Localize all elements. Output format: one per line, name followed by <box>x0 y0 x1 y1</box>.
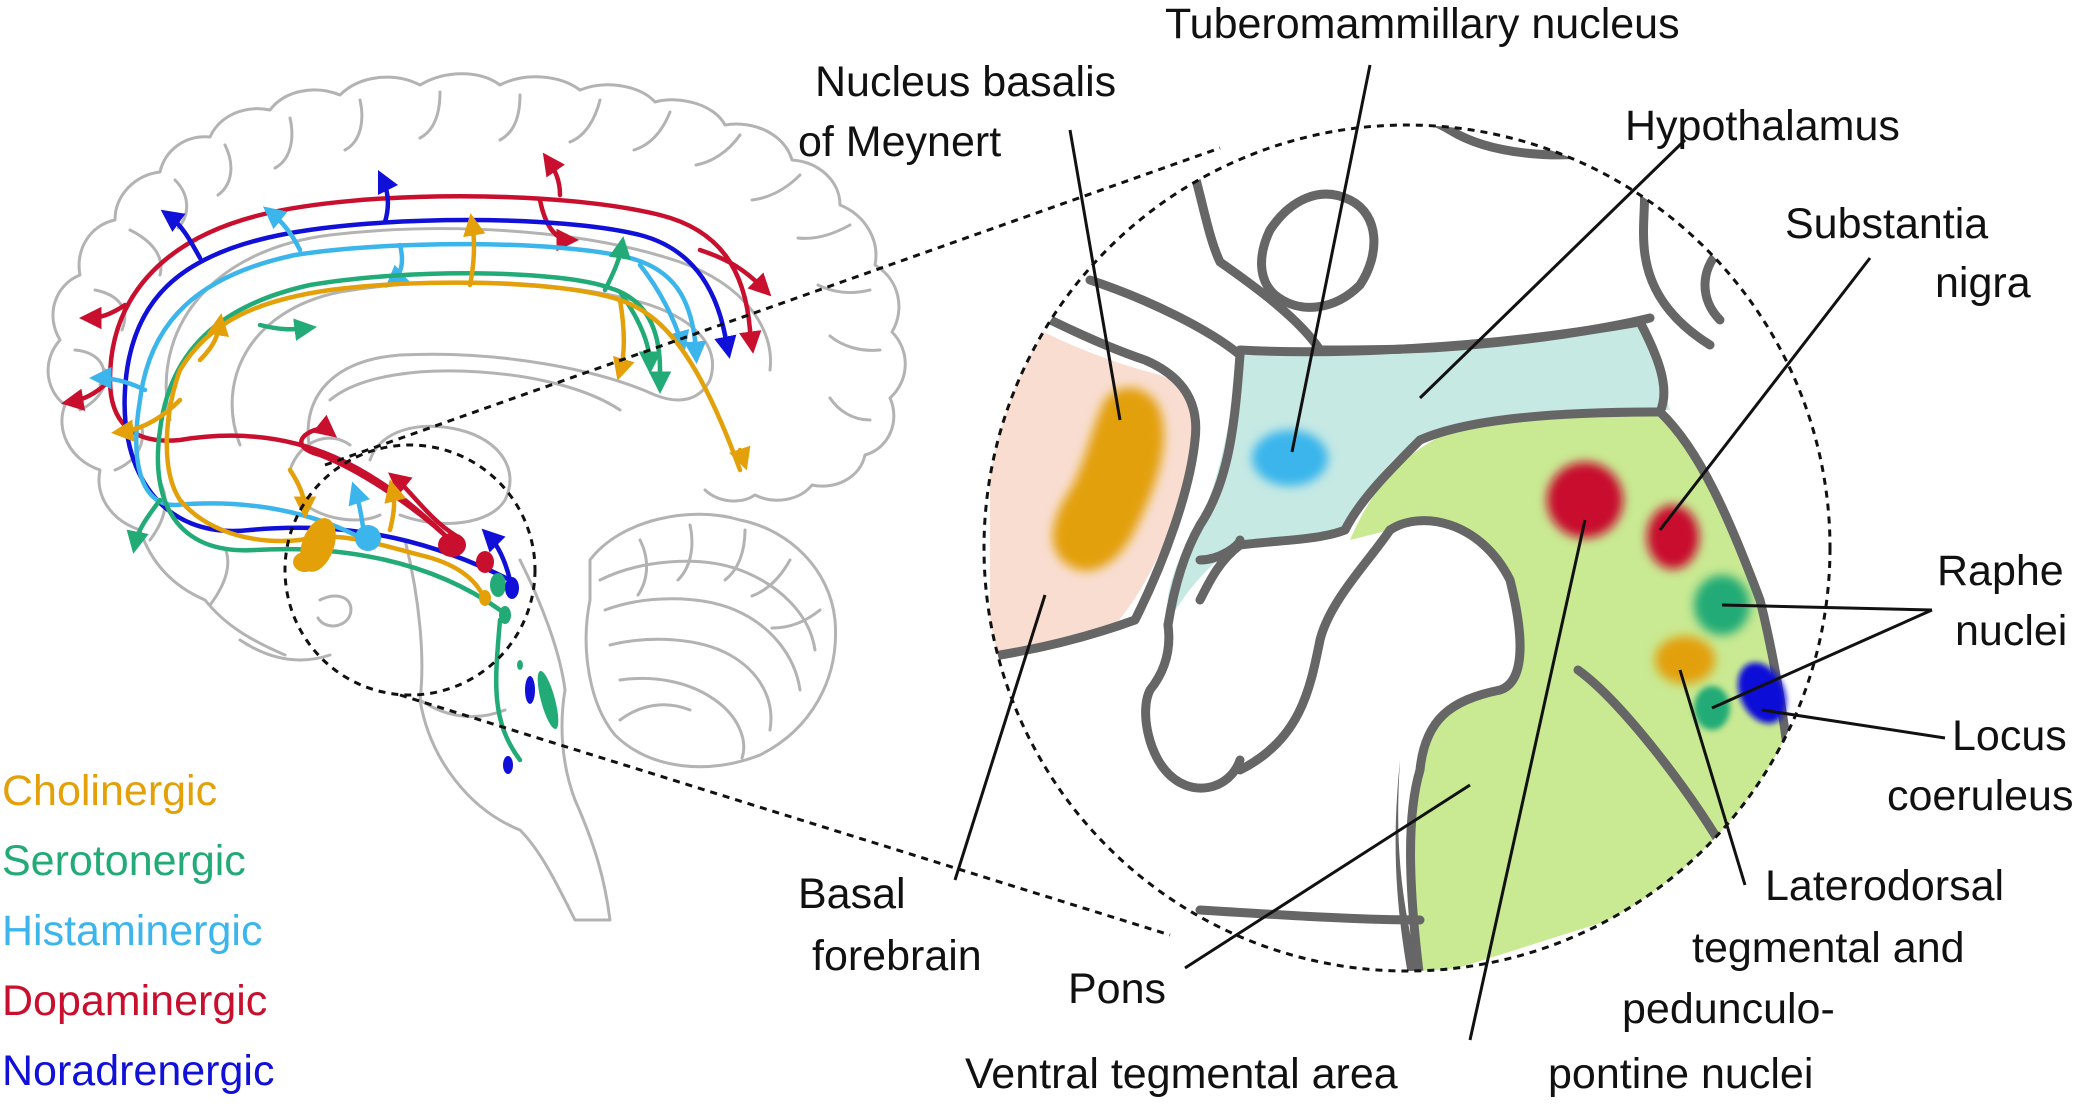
label-locus: Locus <box>1952 712 2067 760</box>
substantia-nigra-blob <box>1647 505 1699 569</box>
cortex-outline <box>46 72 907 657</box>
brainstem-outline <box>403 538 612 922</box>
label-nigra: nigra <box>1935 259 2031 307</box>
legend: Cholinergic Serotonergic Histaminergic D… <box>2 767 274 1095</box>
corpus-callosum <box>230 280 714 452</box>
label-basal: Basal <box>798 870 906 918</box>
zoom-circle <box>982 123 1832 973</box>
pointer-lines <box>953 64 1946 1041</box>
label-laterodorsal: Laterodorsal <box>1765 862 2004 910</box>
cerebellum <box>584 512 838 769</box>
cingulate-gyrus <box>164 227 773 422</box>
pathways <box>61 152 772 774</box>
label-nuclei: nuclei <box>1955 607 2067 655</box>
pathway-dopaminergic <box>61 152 772 548</box>
vta-blob <box>1547 462 1623 538</box>
pathway-noradrenergic <box>122 169 737 583</box>
locus-coeruleus-blob <box>1737 662 1787 724</box>
label-raphe: Raphe <box>1937 547 2064 595</box>
label-nucleus-basalis: Nucleus basalis <box>815 58 1116 106</box>
label-tuberomammillary: Tuberomammillary nucleus <box>1165 0 1680 48</box>
nucleus-dot-noradrenergic <box>525 676 535 704</box>
magnifier-callout <box>283 146 1221 937</box>
label-forebrain: forebrain <box>812 932 982 980</box>
nucleus-dot-serotonergic <box>537 670 559 730</box>
brain-sagittal <box>46 72 907 922</box>
nucleus-basalis-blob <box>1052 387 1164 571</box>
tuberomammillary-blob <box>1252 430 1328 486</box>
legend-cholinergic: Cholinergic <box>2 767 217 815</box>
legend-dopaminergic: Dopaminergic <box>2 977 267 1025</box>
hypothalamus-region <box>1167 322 1670 620</box>
zoomed-nuclei <box>1052 387 1787 730</box>
legend-noradrenergic: Noradrenergic <box>2 1047 274 1095</box>
label-pedunculo: pedunculo- <box>1622 985 1835 1033</box>
legend-histaminergic: Histaminergic <box>2 907 262 955</box>
ldt-blob <box>1655 636 1715 684</box>
label-of-meynert: of Meynert <box>798 118 1001 166</box>
label-substantia: Substantia <box>1785 200 1988 248</box>
label-vta: Ventral tegmental area <box>965 1050 1398 1098</box>
labels: Tuberomammillary nucleus Nucleus basalis… <box>798 0 2073 1098</box>
label-coeruleus: coeruleus <box>1887 772 2073 820</box>
nucleus-dot-histaminergic <box>355 525 381 551</box>
label-hypothalamus: Hypothalamus <box>1625 102 1900 150</box>
legend-serotonergic: Serotonergic <box>2 837 246 885</box>
label-pontine-nuclei: pontine nuclei <box>1548 1050 1813 1098</box>
nucleus-dot-dopaminergic <box>438 533 466 557</box>
label-tegmental-and: tegmental and <box>1692 924 1965 972</box>
label-pons: Pons <box>1068 965 1166 1013</box>
